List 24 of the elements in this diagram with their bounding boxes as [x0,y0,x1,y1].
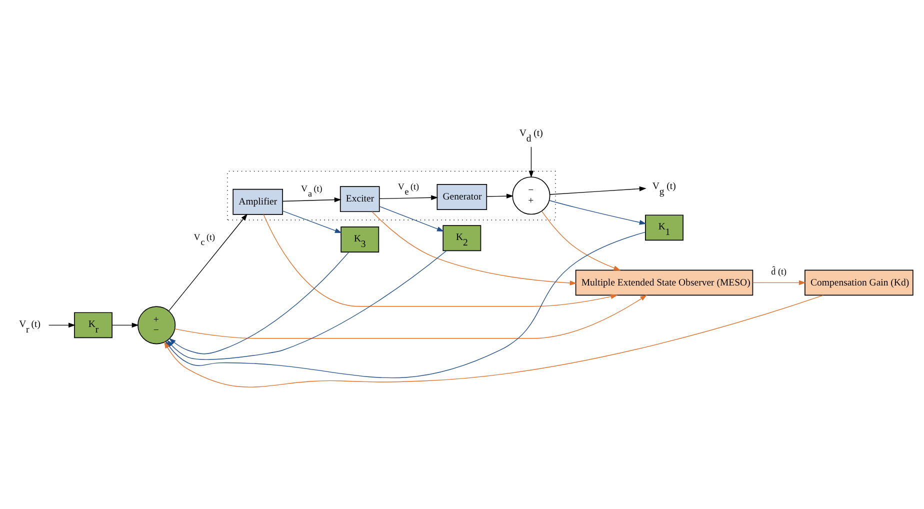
arrow [550,186,646,195]
arrow [168,214,248,312]
arrow [263,214,618,307]
arrow [48,322,76,328]
arrow [528,146,534,178]
arrow [174,294,648,339]
node-circle: − + [512,176,550,215]
arrow [752,280,806,286]
arrow [379,206,444,232]
node-box: Generator [436,184,488,210]
arrow [379,195,438,200]
node-box: Exciter [340,186,380,212]
arrow [372,211,577,286]
arrow [282,210,342,234]
arrow [549,200,646,225]
node-box: Compensation Gain (Kd) [804,270,914,296]
node-box: Amplifier [232,188,283,215]
arrow [282,197,342,202]
arrow [541,210,621,270]
node-box: Multiple Extended State Observer (MESO) [575,270,754,296]
edge-label: d̂ (t) [771,266,786,277]
arrow [112,322,139,328]
arrow [486,194,514,199]
arrow [168,252,350,354]
